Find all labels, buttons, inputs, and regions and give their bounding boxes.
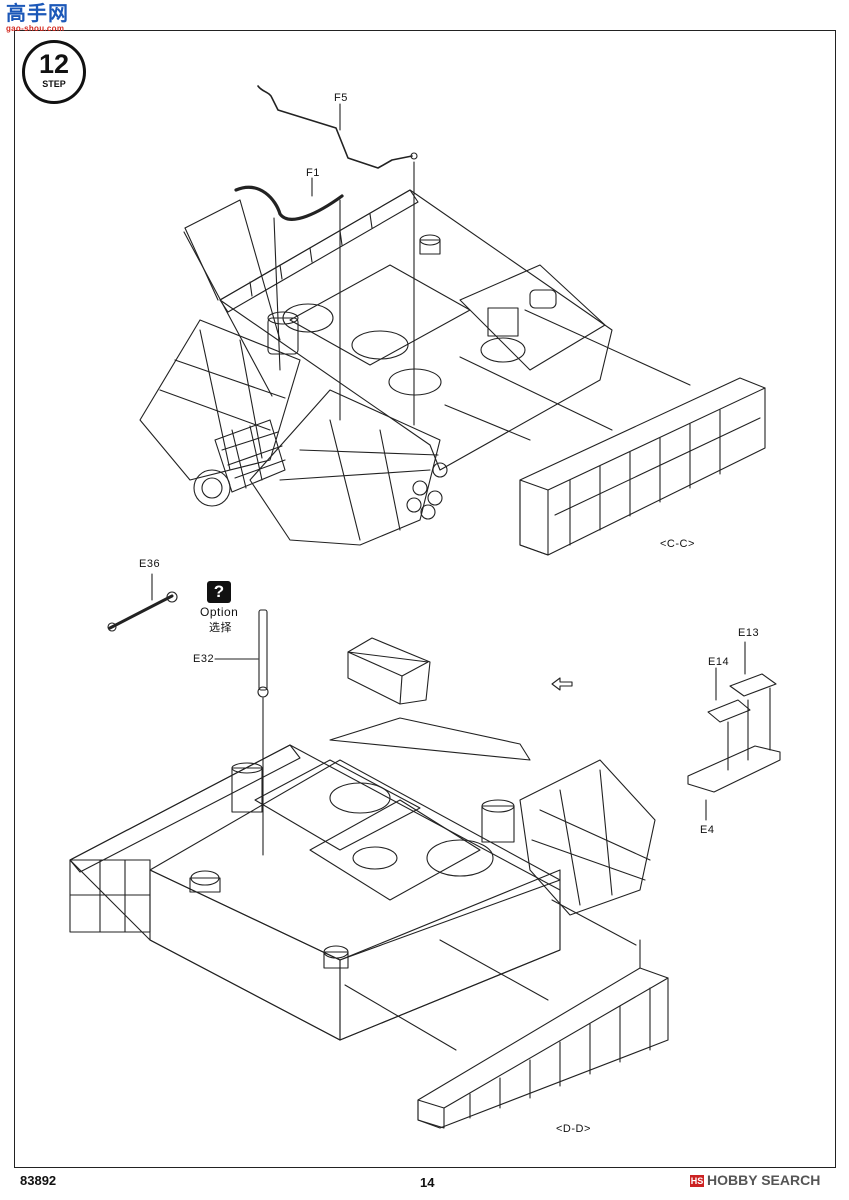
watermark: 高手网 gao-shou.com <box>6 4 69 33</box>
lower-hull-drawing <box>69 573 781 1129</box>
source-watermark-text: HOBBY SEARCH <box>707 1172 821 1188</box>
part-label-e32: E32 <box>193 653 215 665</box>
step-word: STEP <box>42 79 66 89</box>
part-label-f5: F5 <box>334 92 348 104</box>
part-label-e13: E13 <box>738 627 760 639</box>
part-label-e14: E14 <box>708 656 730 668</box>
watermark-url: gao-shou.com <box>6 24 65 33</box>
part-label-e4: E4 <box>700 824 715 836</box>
hobby-search-logo-icon: HS <box>690 1175 704 1188</box>
page-border <box>14 30 836 1168</box>
section-label-c-c: <C-C> <box>660 538 695 550</box>
kit-number: 83892 <box>20 1173 57 1188</box>
option-label-cn: 选择 <box>209 622 232 634</box>
section-label-d-d: <D-D> <box>556 1123 591 1135</box>
part-label-e36: E36 <box>139 558 161 570</box>
option-label: Option <box>200 605 239 619</box>
option-question-icon: ? <box>207 581 231 603</box>
step-number: 12 <box>38 49 70 79</box>
part-label-f1: F1 <box>306 167 320 179</box>
page-number: 14 <box>420 1175 435 1190</box>
watermark-logo: 高手网 <box>6 3 69 25</box>
upper-turret-drawing <box>139 85 766 556</box>
step-badge: 12 STEP <box>22 40 86 104</box>
